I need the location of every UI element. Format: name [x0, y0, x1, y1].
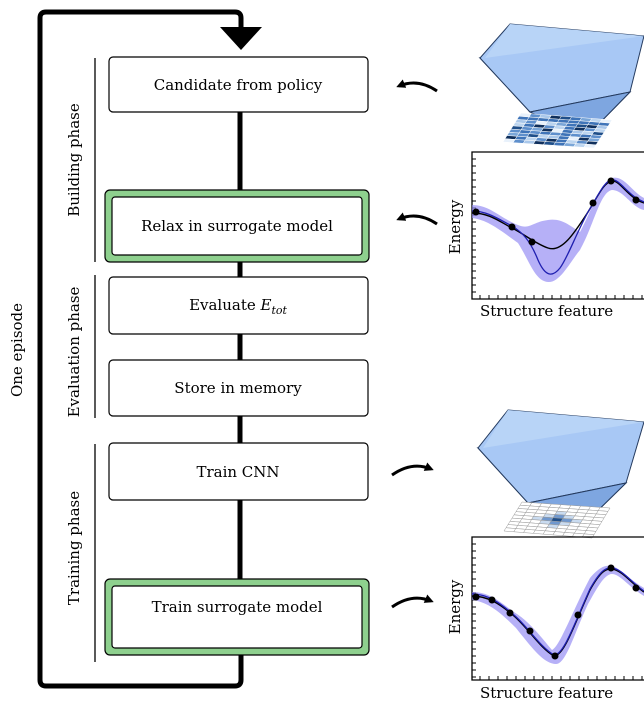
relax-label: Relax in surrogate model [141, 217, 333, 235]
energy-plot-top: Energy Structure feature [446, 151, 644, 320]
occupancy-grid-bottom [503, 501, 611, 539]
train-surrogate-box: Train surrogate model [104, 578, 370, 656]
arrow-to-relax [396, 212, 438, 226]
plot-bottom-uncertainty [472, 565, 644, 664]
episode-loop-line [37, 9, 244, 689]
store-box: Store in memory [108, 359, 369, 417]
plot-bottom-point [506, 609, 514, 617]
plot-top-axes [471, 151, 644, 300]
plot-top-point [508, 223, 516, 231]
evaluate-prefix: Evaluate [189, 296, 260, 314]
evaluate-subscript: tot [271, 304, 287, 317]
plot-bottom-point [607, 564, 615, 572]
plot-bottom-points [472, 564, 640, 660]
occupancy-grid-top [502, 112, 613, 149]
plot-top-ticks [472, 158, 643, 299]
train-cnn-label: Train CNN [196, 463, 279, 481]
plot-top-point [589, 199, 597, 207]
plot-top-point [528, 238, 536, 246]
evaluation-phase-label: Evaluation phase [65, 286, 83, 417]
loop-arrowhead [220, 27, 262, 50]
plot-bottom-point [488, 596, 496, 604]
evaluate-variable: E [260, 296, 272, 314]
energy-plot-bottom: Energy Structure feature [446, 536, 644, 702]
plot-top-point [607, 177, 615, 185]
plot-top-ylabel: Energy [446, 199, 464, 254]
arrow-from-train-surrogate [391, 594, 434, 609]
episode-label: One episode [8, 303, 26, 397]
train-cnn-box: Train CNN [108, 442, 369, 501]
grid-cell [583, 143, 597, 149]
store-label: Store in memory [174, 379, 302, 397]
plot-bottom-point [632, 584, 640, 592]
building-phase-label: Building phase [65, 103, 83, 217]
candidate-box: Candidate from policy [108, 56, 369, 113]
arrow-from-train-cnn [391, 462, 434, 477]
arrow-to-candidate [396, 79, 438, 93]
plot-top-points [472, 177, 640, 246]
plot-bottom-axes [471, 536, 644, 681]
plot-top-point [632, 196, 640, 204]
plot-bottom-point [551, 652, 559, 660]
training-phase-label: Training phase [65, 491, 83, 605]
plot-bottom-point [472, 593, 480, 601]
plot-bottom-point [526, 627, 534, 635]
cnn-prism-top [478, 23, 644, 139]
plot-bottom-ylabel: Energy [446, 579, 464, 634]
evaluate-box: Evaluate Etot [108, 276, 369, 335]
plot-bottom-true-curve [471, 568, 644, 657]
plot-bottom-point [574, 611, 582, 619]
plot-top-xlabel: Structure feature [480, 302, 613, 320]
plot-top-uncertainty [472, 177, 644, 283]
plot-bottom-xlabel: Structure feature [480, 684, 613, 702]
plot-top-point [472, 208, 480, 216]
train-surrogate-label: Train surrogate model [152, 598, 323, 616]
evaluate-label: Evaluate Etot [189, 296, 287, 317]
relax-box: Relax in surrogate model [104, 189, 370, 263]
candidate-label: Candidate from policy [154, 76, 323, 94]
